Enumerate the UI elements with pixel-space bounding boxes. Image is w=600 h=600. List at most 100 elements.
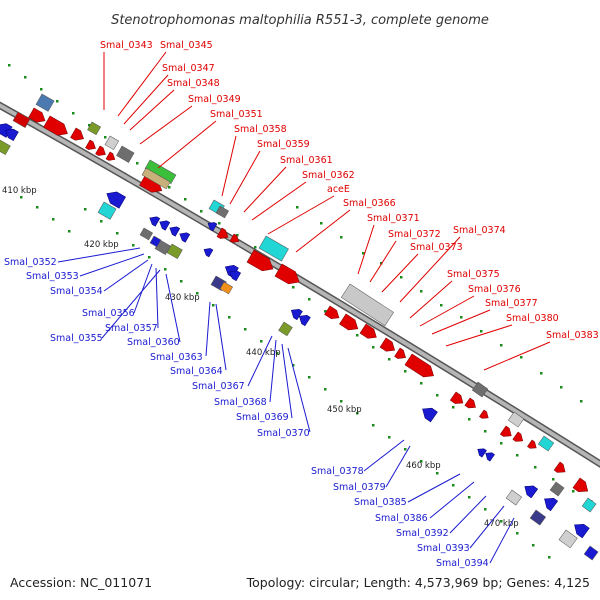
reverse-gene-arrow: [477, 448, 487, 458]
gc-dot: [572, 490, 575, 493]
forward-gene-arrow: [527, 439, 537, 449]
gene-label-smal-0393[interactable]: Smal_0393: [417, 543, 470, 554]
gc-dot: [308, 376, 311, 379]
gc-dot: [104, 136, 107, 139]
gc-dot: [236, 234, 239, 237]
gc-dot: [324, 388, 327, 391]
leader-line-reverse: [449, 495, 487, 534]
gene-label-acee[interactable]: aceE: [327, 184, 350, 195]
gc-dot: [460, 316, 463, 319]
pseudogene-box: [139, 227, 154, 241]
gene-label-smal-0349[interactable]: Smal_0349: [188, 94, 241, 105]
gene-label-smal-0374[interactable]: Smal_0374: [453, 225, 506, 236]
forward-gene-arrow: [105, 151, 116, 161]
gc-dot: [400, 276, 403, 279]
gene-label-smal-0360[interactable]: Smal_0360: [127, 337, 180, 348]
gc-dot: [436, 394, 439, 397]
pseudogene-box: [471, 381, 489, 398]
gc-dot: [88, 124, 91, 127]
reverse-gene-arrow: [485, 452, 495, 462]
forward-gene-arrow: [274, 263, 300, 285]
gc-content-track: [8, 64, 593, 559]
gene-label-smal-0373[interactable]: Smal_0373: [410, 242, 463, 253]
gene-label-smal-0369[interactable]: Smal_0369: [236, 412, 289, 423]
leader-line-reverse: [215, 303, 227, 371]
gene-label-smal-0367[interactable]: Smal_0367: [192, 381, 245, 392]
forward-gene-arrow: [449, 391, 464, 404]
pseudogene-box: [340, 283, 394, 327]
gene-label-smal-0383[interactable]: Smal_0383: [546, 330, 599, 341]
gc-dot: [484, 508, 487, 511]
gc-dot: [380, 262, 383, 265]
gene-label-smal-0362[interactable]: Smal_0362: [302, 170, 355, 181]
gc-dot: [340, 236, 343, 239]
reverse-gene-arrow: [229, 270, 242, 282]
leader-line-reverse: [247, 335, 273, 387]
rna-gene-box: [258, 235, 289, 262]
gc-dot: [500, 344, 503, 347]
gene-label-smal-0363[interactable]: Smal_0363: [150, 352, 203, 363]
leader-line-forward: [357, 224, 375, 275]
forward-gene-arrow: [464, 397, 476, 409]
forward-gene-arrow: [499, 425, 512, 437]
gene-label-smal-0386[interactable]: Smal_0386: [375, 513, 428, 524]
gene-label-smal-0378[interactable]: Smal_0378: [311, 466, 364, 477]
gene-label-smal-0357[interactable]: Smal_0357: [105, 323, 158, 334]
gc-dot: [340, 400, 343, 403]
gc-dot: [56, 100, 59, 103]
gene-label-smal-0372[interactable]: Smal_0372: [388, 229, 441, 240]
gene-label-smal-0354[interactable]: Smal_0354: [50, 286, 103, 297]
pseudogene-box: [505, 489, 523, 506]
forward-gene-arrow: [339, 313, 359, 331]
leader-line-forward: [431, 309, 491, 335]
gene-label-smal-0376[interactable]: Smal_0376: [468, 284, 521, 295]
reverse-gene-arrow: [207, 222, 218, 232]
gene-label-smal-0366[interactable]: Smal_0366: [343, 198, 396, 209]
gc-dot: [244, 328, 247, 331]
gc-dot: [296, 206, 299, 209]
leader-line-reverse: [103, 259, 149, 292]
gene-label-smal-0375[interactable]: Smal_0375: [447, 269, 500, 280]
gene-label-smal-0361[interactable]: Smal_0361: [280, 155, 333, 166]
gene-label-smal-0368[interactable]: Smal_0368: [214, 397, 267, 408]
gc-dot: [100, 220, 103, 223]
gene-box-navy: [529, 509, 547, 526]
gene-label-smal-0359[interactable]: Smal_0359: [257, 139, 310, 150]
gene-label-smal-0364[interactable]: Smal_0364: [170, 366, 223, 377]
forward-gene-arrow: [70, 127, 84, 141]
leader-line-reverse: [469, 505, 505, 549]
gene-label-smal-0355[interactable]: Smal_0355: [50, 333, 103, 344]
gc-dot: [254, 246, 257, 249]
gene-label-smal-0352[interactable]: Smal_0352: [4, 257, 57, 268]
gc-dot: [260, 340, 263, 343]
gene-label-smal-0380[interactable]: Smal_0380: [506, 313, 559, 324]
gc-dot: [500, 520, 503, 523]
gene-label-smal-0343[interactable]: Smal_0343: [100, 40, 153, 51]
tick-label-410: 410 kbp: [2, 186, 37, 196]
leader-line-forward: [139, 105, 193, 145]
gene-label-smal-0347[interactable]: Smal_0347: [162, 63, 215, 74]
pseudogene-box: [215, 205, 230, 219]
gc-dot: [500, 442, 503, 445]
gene-label-smal-0392[interactable]: Smal_0392: [396, 528, 449, 539]
gene-box-olive: [0, 139, 11, 156]
gene-label-smal-0385[interactable]: Smal_0385: [354, 497, 407, 508]
gene-label-smal-0371[interactable]: Smal_0371: [367, 213, 420, 224]
gene-label-smal-0377[interactable]: Smal_0377: [485, 298, 538, 309]
gene-label-smal-0358[interactable]: Smal_0358: [234, 124, 287, 135]
gene-label-smal-0370[interactable]: Smal_0370: [257, 428, 310, 439]
gene-label-smal-0356[interactable]: Smal_0356: [82, 308, 135, 319]
pseudogene-box: [507, 411, 525, 428]
forward-gene-arrow: [216, 227, 229, 239]
gc-dot: [196, 292, 199, 295]
gene-label-smal-0348[interactable]: Smal_0348: [167, 78, 220, 89]
gene-label-smal-0353[interactable]: Smal_0353: [26, 271, 79, 282]
reverse-gene-arrow: [5, 128, 19, 142]
gene-label-smal-0351[interactable]: Smal_0351: [210, 109, 263, 120]
gc-dot: [36, 206, 39, 209]
forward-gene-arrow: [229, 233, 240, 243]
gene-label-smal-0394[interactable]: Smal_0394: [436, 558, 489, 569]
gene-label-smal-0379[interactable]: Smal_0379: [333, 482, 386, 493]
gene-label-smal-0345[interactable]: Smal_0345: [160, 40, 213, 51]
reverse-gene-arrow: [298, 315, 311, 327]
